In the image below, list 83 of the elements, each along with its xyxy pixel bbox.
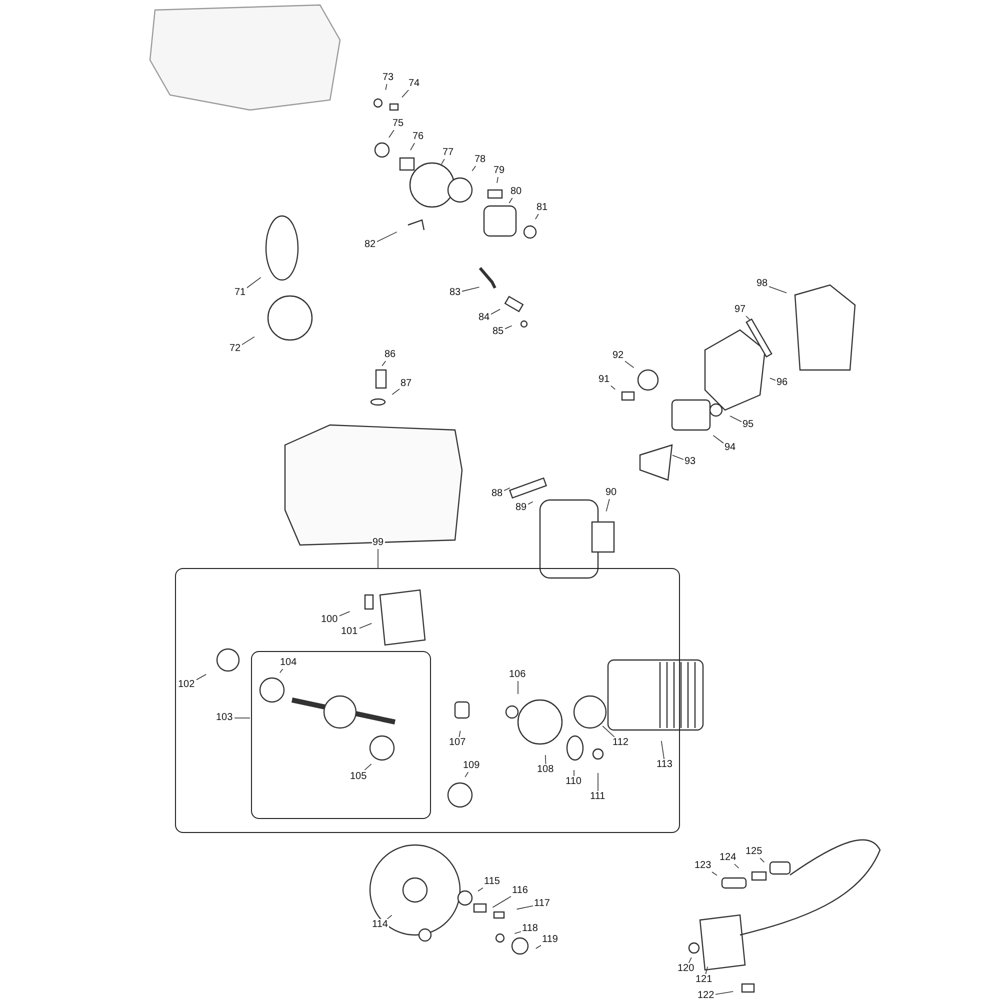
callout-number: 97 <box>734 304 747 316</box>
leader-line <box>464 772 469 778</box>
leader-line <box>490 308 500 315</box>
subassembly-frame <box>251 651 431 819</box>
leader-line <box>602 726 615 738</box>
leader-line <box>410 142 415 151</box>
callout-number: 124 <box>718 852 738 864</box>
leader-line <box>461 286 480 292</box>
leader-line <box>535 214 539 220</box>
leader-line <box>688 957 692 964</box>
leader-line <box>712 435 724 444</box>
callout-number: 103 <box>215 712 234 724</box>
leader-line <box>402 90 409 98</box>
callout-number: 107 <box>448 736 467 748</box>
leader-line <box>770 378 776 381</box>
callout-number: 110 <box>564 776 582 788</box>
callout-number: 122 <box>696 990 716 1000</box>
callout-number: 81 <box>536 202 549 214</box>
leader-line <box>478 887 484 892</box>
leader-line <box>441 158 445 165</box>
leader-line <box>359 622 372 629</box>
callout-number: 86 <box>384 349 397 361</box>
callout-number: 113 <box>656 758 674 770</box>
leader-line <box>606 498 610 512</box>
leader-line <box>392 388 400 395</box>
leader-line <box>492 896 512 908</box>
callout-number: 109 <box>462 760 481 772</box>
leader-line <box>246 277 262 289</box>
leader-line <box>660 740 664 760</box>
callout-number: 115 <box>483 876 501 888</box>
assembly-frame <box>175 568 680 833</box>
callout-number: 106 <box>508 668 527 680</box>
leader-line <box>705 966 708 974</box>
callout-number: 73 <box>382 72 395 84</box>
callout-number: 100 <box>320 614 339 626</box>
leader-line <box>386 914 392 920</box>
leader-line <box>730 416 742 422</box>
leader-line <box>472 166 476 172</box>
leader-line <box>535 945 542 949</box>
leader-line <box>458 730 461 738</box>
leader-line <box>508 198 513 204</box>
leader-line <box>712 872 718 876</box>
leader-line <box>385 84 388 90</box>
leader-line <box>715 991 734 995</box>
callout-number: 91 <box>598 374 611 386</box>
leader-line <box>516 905 534 910</box>
callout-number: 78 <box>474 154 487 166</box>
leader-line <box>496 176 498 184</box>
leader-line <box>388 130 394 138</box>
leader-line <box>339 611 350 616</box>
callout-number: 125 <box>744 846 764 858</box>
callout-number: 79 <box>492 165 506 177</box>
leader-line <box>503 487 510 492</box>
leader-line <box>768 286 787 294</box>
leader-line <box>624 360 634 368</box>
leader-line <box>672 454 684 460</box>
callout-number: 92 <box>612 350 625 362</box>
callout-number: 116 <box>511 885 529 897</box>
leader-line <box>196 674 207 680</box>
leader-line <box>746 316 751 321</box>
callout-number: 108 <box>536 764 555 776</box>
leader-line <box>527 501 534 505</box>
leader-line <box>760 858 765 863</box>
callout-number: 76 <box>412 131 425 143</box>
callout-number: 104 <box>279 656 298 668</box>
callout-number: 98 <box>756 278 769 290</box>
leader-line <box>544 754 546 764</box>
callout-number: 101 <box>340 626 359 638</box>
callout-number: 105 <box>349 770 368 782</box>
leader-line <box>364 764 372 770</box>
leader-line <box>514 931 522 934</box>
callout-number: 77 <box>442 147 455 159</box>
leader-line <box>734 864 740 868</box>
callout-number: 119 <box>541 934 559 946</box>
leader-line <box>241 336 255 346</box>
leader-line <box>382 360 386 366</box>
callout-number: 75 <box>392 118 405 130</box>
callout-number: 102 <box>177 678 196 690</box>
callout-number: 118 <box>521 923 539 935</box>
leader-line <box>376 232 398 242</box>
callout-number: 90 <box>604 487 618 499</box>
callout-number: 74 <box>408 78 421 90</box>
callout-number: 80 <box>510 186 523 198</box>
